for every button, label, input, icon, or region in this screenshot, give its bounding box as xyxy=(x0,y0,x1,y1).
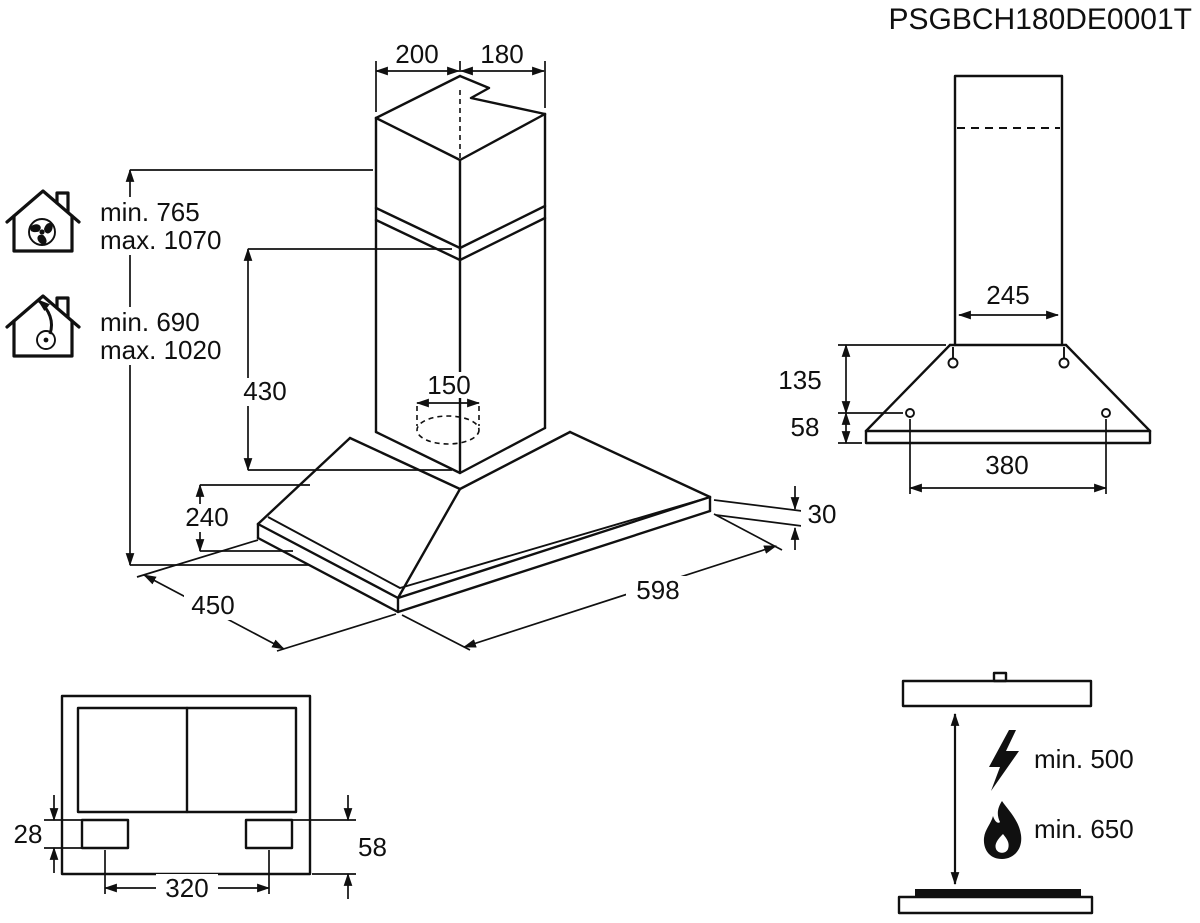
dim-chimney-height-label: 430 xyxy=(243,376,286,406)
front-canopy-height-label: 135 xyxy=(778,365,821,395)
dim-rim-height-label: 30 xyxy=(808,499,837,529)
bottom-bracket-inset-label: 28 xyxy=(14,819,43,849)
flame-icon xyxy=(983,801,1022,859)
front-labels: 245 135 58 380 xyxy=(768,280,1040,480)
bottom-labels: 28 58 320 xyxy=(14,819,387,903)
extraction-max-label: max. 1020 xyxy=(100,335,221,365)
mounting-hook-icon xyxy=(947,357,959,369)
recirculation-min-label: min. 765 xyxy=(100,197,200,227)
duct-outlet-dashed-circle xyxy=(416,415,480,445)
isometric-outline xyxy=(256,74,712,614)
gas-clearance-label: min. 650 xyxy=(1034,814,1134,844)
dim-width-label: 598 xyxy=(636,575,679,605)
electric-clearance-label: min. 500 xyxy=(1034,744,1134,774)
front-outline xyxy=(864,74,1152,445)
recirculation-house-icon xyxy=(5,189,81,253)
isometric-labels: 200 180 min. 765 max. 1070 min. 690 max.… xyxy=(96,39,845,620)
lightning-icon xyxy=(989,730,1019,791)
fan-icon xyxy=(28,218,56,246)
mounting-bracket xyxy=(80,818,130,850)
clearance-view: min. 500 min. 650 xyxy=(897,671,1134,915)
isometric-view: 200 180 min. 765 max. 1070 min. 690 max.… xyxy=(96,39,845,652)
mounting-hook-icon xyxy=(1058,357,1070,369)
drawing-code-label: PSGBCH180DE0001T xyxy=(889,3,1193,36)
front-rim-band-label: 58 xyxy=(791,412,820,442)
bottom-bracket-band-label: 58 xyxy=(358,832,387,862)
extraction-house-icon xyxy=(5,294,81,358)
hob-body xyxy=(897,895,1094,915)
lamp-icon xyxy=(905,408,915,418)
clearance-labels: min. 500 min. 650 xyxy=(1034,744,1134,844)
mounting-bracket xyxy=(244,818,294,850)
front-chimney-width-label: 245 xyxy=(986,280,1029,310)
dim-depth-label: 450 xyxy=(191,590,234,620)
dim-chimney-depth-label: 200 xyxy=(395,39,438,69)
extraction-arrow-icon xyxy=(36,298,56,350)
lamp-icon xyxy=(1101,408,1111,418)
dim-canopy-height-label: 240 xyxy=(185,502,228,532)
bottom-bracket-spacing-label: 320 xyxy=(165,873,208,903)
front-lamp-spacing-label: 380 xyxy=(985,450,1028,480)
hob-surface xyxy=(915,889,1081,897)
dim-duct-diameter-label: 150 xyxy=(427,370,470,400)
front-view: 245 135 58 380 xyxy=(768,74,1152,494)
bottom-view: 28 58 320 xyxy=(14,694,387,903)
recirculation-max-label: max. 1070 xyxy=(100,225,221,255)
front-dimension-lines xyxy=(838,310,1108,494)
dim-chimney-width-label: 180 xyxy=(480,39,523,69)
bottom-outline xyxy=(60,694,312,876)
hood-bar xyxy=(901,679,1093,708)
extraction-min-label: min. 690 xyxy=(100,307,200,337)
